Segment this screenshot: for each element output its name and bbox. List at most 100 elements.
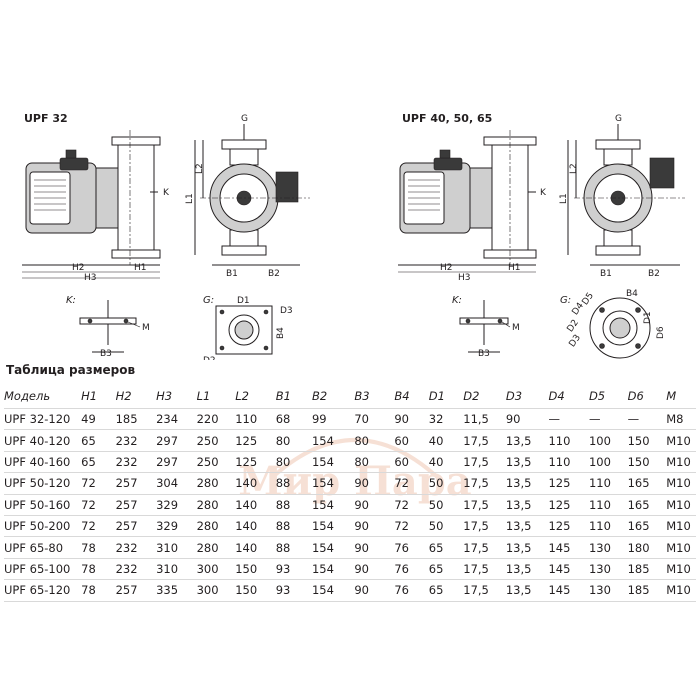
value-cell: 90 (354, 476, 369, 491)
value-cell: 50 (428, 519, 444, 534)
value-cell: 154 (311, 454, 334, 469)
left-k-view-label: K: (66, 295, 76, 306)
value-cell: 13,5 (505, 583, 532, 598)
value-cell: 185 (115, 412, 138, 427)
value-cell: 13,5 (505, 519, 532, 534)
right-h3-label: H3 (458, 273, 471, 283)
left-l2-label: L2 (195, 163, 205, 174)
value-cell: 310 (156, 540, 179, 555)
value-cell: 280 (196, 476, 219, 491)
value-cell: M10 (666, 519, 691, 534)
value-cell: 78 (81, 540, 96, 555)
right-h1-label: H1 (508, 263, 521, 273)
value-cell: 154 (311, 540, 334, 555)
value-cell: 130 (588, 561, 611, 576)
value-cell: 150 (627, 454, 650, 469)
left-g-view-label: G: (203, 295, 214, 306)
left-side-view: H2 H1 H3 K (22, 130, 170, 283)
column-header: B4 (394, 389, 410, 403)
value-cell: 257 (115, 583, 138, 598)
value-cell: 154 (311, 583, 334, 598)
model-cell: UPF 65-120 (4, 583, 71, 598)
value-cell: 40 (428, 433, 444, 448)
value-cell: M10 (666, 433, 691, 448)
column-header: B3 (354, 389, 370, 403)
value-cell: — (627, 412, 640, 427)
right-l1-label: L1 (559, 193, 569, 204)
value-cell: 110 (548, 433, 571, 448)
value-cell: 110 (588, 497, 611, 512)
value-cell: 145 (548, 561, 571, 576)
value-cell: 297 (156, 433, 179, 448)
value-cell: 130 (588, 583, 611, 598)
value-cell: 65 (428, 583, 444, 598)
column-header: B2 (311, 389, 328, 403)
left-d1-label: D1 (237, 296, 250, 306)
right-b4-label: B4 (626, 289, 638, 299)
value-cell: 310 (156, 561, 179, 576)
value-cell: 154 (311, 519, 334, 534)
column-header: L1 (196, 389, 211, 403)
value-cell: 76 (394, 540, 409, 555)
column-header: D5 (588, 389, 606, 403)
value-cell: 257 (115, 476, 138, 491)
value-cell: 70 (354, 412, 369, 427)
value-cell: 88 (275, 540, 291, 555)
value-cell: 154 (311, 476, 334, 491)
value-cell: M10 (666, 497, 691, 512)
right-g-label: G (615, 114, 622, 124)
value-cell: 100 (588, 454, 611, 469)
value-cell: 150 (235, 583, 258, 598)
value-cell: 90 (354, 497, 369, 512)
left-b2-label: B2 (268, 269, 280, 279)
value-cell: M10 (666, 583, 691, 598)
value-cell: 280 (196, 540, 219, 555)
value-cell: 297 (156, 454, 179, 469)
value-cell: 50 (428, 497, 444, 512)
value-cell: M10 (666, 454, 691, 469)
value-cell: 13,5 (505, 476, 532, 491)
model-cell: UPF 40-120 (4, 433, 71, 448)
value-cell: 180 (627, 540, 650, 555)
value-cell: 80 (275, 433, 291, 448)
table-title: Таблица размеров (6, 363, 136, 377)
value-cell: M10 (666, 561, 691, 576)
value-cell: 13,5 (505, 561, 532, 576)
value-cell: 60 (394, 454, 409, 469)
value-cell: 13,5 (505, 454, 532, 469)
value-cell: 40 (428, 454, 444, 469)
value-cell: 72 (394, 476, 409, 491)
value-cell: 110 (588, 519, 611, 534)
value-cell: 300 (196, 561, 219, 576)
value-cell: 125 (235, 433, 258, 448)
value-cell: 17,5 (463, 454, 489, 469)
left-m-label: M (142, 323, 150, 333)
value-cell: — (588, 412, 601, 427)
model-cell: UPF 50-160 (4, 497, 71, 512)
value-cell: 76 (394, 561, 409, 576)
value-cell: 72 (81, 497, 96, 512)
right-b1-label: B1 (600, 269, 612, 279)
right-d3-label: D3 (568, 333, 583, 349)
value-cell: 80 (354, 454, 369, 469)
right-m-label: M (512, 323, 520, 333)
column-header: D4 (548, 389, 565, 403)
right-b3-label: B3 (478, 349, 490, 359)
value-cell: 257 (115, 519, 138, 534)
value-cell: 72 (394, 519, 409, 534)
value-cell: 78 (81, 561, 96, 576)
value-cell: 65 (81, 433, 96, 448)
left-front-view: G L1 L2 B1 B2 (185, 114, 310, 279)
model-cell: UPF 65-100 (4, 561, 71, 576)
value-cell: 257 (115, 497, 138, 512)
value-cell: 78 (81, 583, 96, 598)
value-cell: 329 (156, 519, 179, 534)
value-cell: 165 (627, 476, 650, 491)
value-cell: 250 (196, 454, 219, 469)
value-cell: 32 (428, 412, 444, 427)
